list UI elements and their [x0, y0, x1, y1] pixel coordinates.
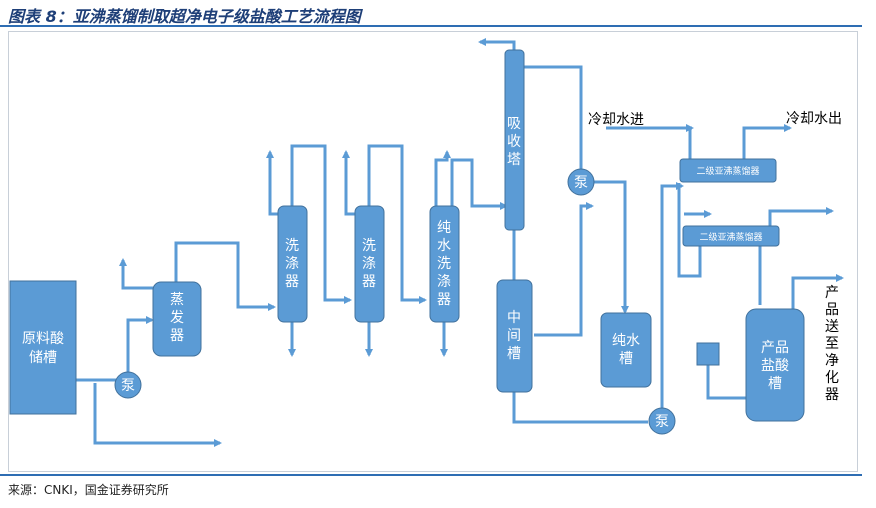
filter-unit: [696, 342, 720, 366]
pipe-lowerpump-to-subboiler2: [660, 182, 684, 408]
pipe-evaporator-to-washer1: [174, 241, 276, 311]
pipe-pump-to-evaporator: [126, 316, 154, 372]
pipe-absorber-vent: [478, 38, 516, 50]
pump-2-label: 泵: [574, 175, 588, 191]
pipe-filter-to-product: [706, 363, 746, 400]
svg-text:品: 品: [825, 302, 839, 318]
washer-1-label-3: 器: [285, 274, 299, 290]
pipe-subboiler1-vent: [768, 207, 834, 227]
mid-tank-label-1: 中: [507, 310, 521, 326]
product-tank-label-3: 槽: [768, 376, 782, 392]
pipe-washer2-vent: [342, 150, 362, 216]
pure-water-tank-label-1: 纯水: [612, 333, 640, 349]
pipe-washer2-to-purewasher: [367, 144, 427, 304]
pipe-cooling-out: [742, 124, 792, 159]
evaporator-label-2: 发: [170, 310, 184, 326]
pipe-product-out: [791, 274, 844, 310]
product-out-label: 产 品 送 至 净 化 器: [825, 285, 839, 403]
absorption-tower: 吸 收 塔: [504, 49, 525, 231]
pure-washer-label-5: 器: [437, 292, 451, 308]
sub-boiler-2-label: 二级亚沸蒸馏器: [696, 165, 759, 177]
pipe-pump-to-purewatertank: [592, 180, 629, 314]
pure-washer-label-3: 洗: [437, 256, 451, 272]
bottom-rule: [0, 474, 862, 476]
pure-washer-label-1: 纯: [437, 220, 451, 236]
pipe-absorber-to-pump: [523, 65, 583, 170]
washer-2-label-2: 涤: [362, 256, 376, 272]
absorber-label-1: 吸: [507, 116, 521, 132]
pure-washer-label-4: 涤: [437, 274, 451, 290]
sub-boiler-1-label: 二级亚沸蒸馏器: [699, 231, 762, 243]
cooling-out-label: 冷却水出: [786, 111, 842, 127]
source-note: 来源：CNKI，国金证券研究所: [8, 483, 169, 497]
raw-tank-label-1: 原料酸: [22, 331, 64, 347]
svg-text:送: 送: [825, 319, 839, 335]
washer-1-label-1: 洗: [285, 238, 299, 254]
pure-water-tank: 纯水 槽: [600, 312, 652, 388]
pipe-subboiler-loop: [677, 183, 702, 278]
pump-1-label: 泵: [121, 378, 135, 394]
pipe-washer1-to-washer2: [290, 144, 352, 304]
washer-2-label-3: 器: [362, 274, 376, 290]
intermediate-tank: 中 间 槽: [496, 279, 533, 393]
sub-boiling-distiller-2: 二级亚沸蒸馏器: [679, 158, 777, 183]
washer-1: 洗 涤 器: [277, 205, 308, 323]
product-tank-label-2: 盐酸: [761, 358, 789, 374]
absorber-label-2: 收: [507, 134, 521, 150]
svg-text:产: 产: [825, 285, 839, 301]
pure-water-tank-label-2: 槽: [619, 351, 633, 367]
svg-text:化: 化: [825, 370, 839, 386]
pump-3: 泵: [648, 407, 676, 435]
pipe-washer1-vent: [266, 150, 286, 216]
svg-text:器: 器: [825, 387, 839, 403]
mid-tank-label-3: 槽: [507, 346, 521, 362]
figure-title: 图表 8：亚沸蒸馏制取超净电子级盐酸工艺流程图: [8, 7, 361, 26]
svg-text:净: 净: [825, 353, 839, 369]
pure-water-washer: 纯 水 洗 涤 器: [429, 205, 460, 323]
absorber-label-3: 塔: [507, 152, 521, 168]
cooling-in-label: 冷却水进: [588, 112, 644, 128]
pipe-purewasher-to-absorber: [450, 158, 508, 210]
washer-1-label-2: 涤: [285, 256, 299, 272]
diagram-frame: [8, 31, 858, 472]
pipe-tank-bottom-out: [93, 383, 222, 447]
washer-2: 洗 涤 器: [354, 205, 385, 323]
pipe-evaporator-vent: [119, 258, 162, 290]
pipe-purewasher-vent: [434, 150, 451, 206]
pump-3-label: 泵: [655, 414, 669, 430]
washer-2-label-1: 洗: [362, 238, 376, 254]
sub-boiling-distiller-1: 二级亚沸蒸馏器: [682, 225, 780, 247]
mid-tank-label-2: 间: [507, 328, 521, 344]
evaporator-label-1: 蒸: [170, 292, 184, 308]
pure-washer-label-2: 水: [437, 238, 451, 254]
pump-1: 泵: [114, 371, 142, 399]
evaporator-label-3: 器: [170, 328, 184, 344]
raw-tank-label-2: 储槽: [29, 350, 57, 366]
pump-2: 泵: [567, 168, 595, 196]
pipe-midtank-to-lowerpump: [512, 392, 648, 424]
product-tank-label-1: 产品: [761, 340, 789, 356]
product-hcl-tank: 产品 盐酸 槽: [745, 308, 805, 422]
svg-text:至: 至: [825, 336, 839, 352]
evaporator: 蒸 发 器: [152, 281, 202, 357]
top-rule: [0, 25, 862, 27]
raw-acid-tank: 原料酸 储槽: [9, 280, 77, 415]
pipe-midtank-to-pump: [534, 202, 594, 337]
